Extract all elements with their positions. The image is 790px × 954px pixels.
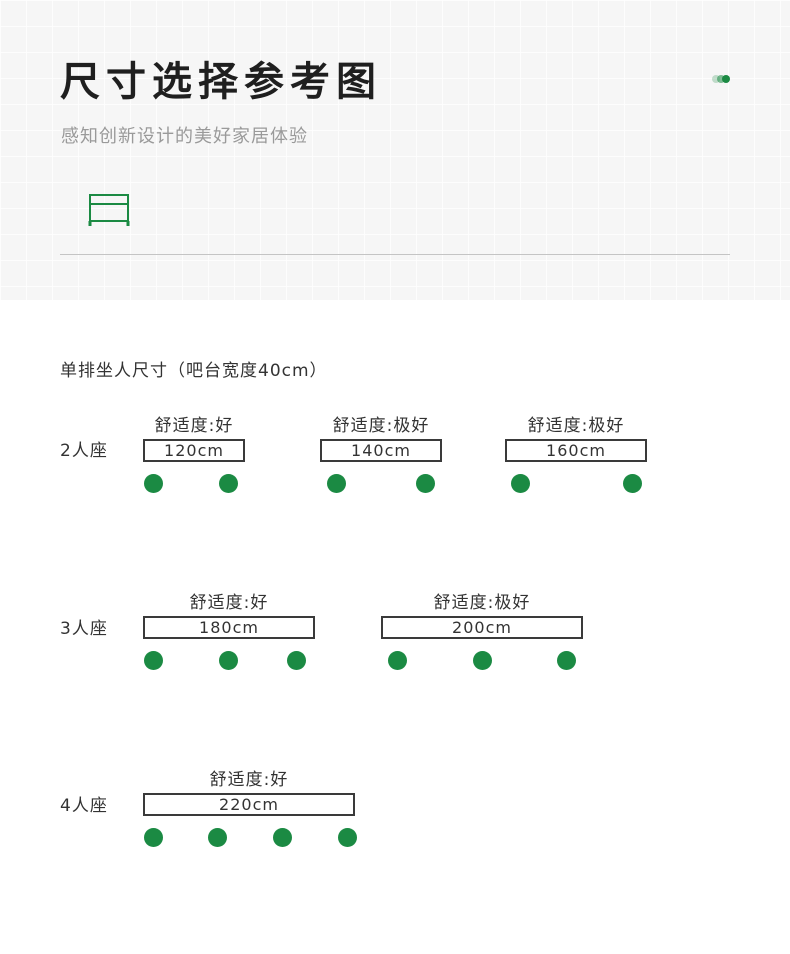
comfort-rating: 舒适度:好 xyxy=(154,416,234,436)
page-title: 尺寸选择参考图 xyxy=(60,59,382,105)
table-size-box: 120cm xyxy=(143,439,245,462)
seat-dot xyxy=(144,828,163,847)
seat-dot xyxy=(327,474,346,493)
comfort-rating: 舒适度:极好 xyxy=(527,416,625,436)
table-size-box: 200cm xyxy=(381,616,583,639)
dots-icon xyxy=(712,75,730,83)
seat-dot xyxy=(623,474,642,493)
table-size-box: 140cm xyxy=(320,439,442,462)
section-title: 单排坐人尺寸（吧台宽度40cm） xyxy=(60,361,328,381)
comfort-rating: 舒适度:极好 xyxy=(332,416,430,436)
size-option-160: 舒适度:极好 160cm xyxy=(505,414,647,496)
seat-dot xyxy=(208,828,227,847)
seat-dot xyxy=(144,651,163,670)
seat-dot xyxy=(416,474,435,493)
seat-dot xyxy=(219,651,238,670)
size-option-120: 舒适度:好 120cm xyxy=(143,414,245,496)
row-label-3-seats: 3人座 xyxy=(60,619,108,639)
seat-dot xyxy=(511,474,530,493)
row-label-2-seats: 2人座 xyxy=(60,441,108,461)
seat-dot xyxy=(338,828,357,847)
table-size-box: 180cm xyxy=(143,616,315,639)
table-icon xyxy=(88,194,130,226)
size-option-200: 舒适度:极好 200cm xyxy=(381,591,583,673)
seat-dot xyxy=(273,828,292,847)
comfort-rating: 舒适度:极好 xyxy=(433,593,531,613)
size-option-180: 舒适度:好 180cm xyxy=(143,591,315,673)
size-option-140: 舒适度:极好 140cm xyxy=(320,414,442,496)
header-banner: 尺寸选择参考图 感知创新设计的美好家居体验 xyxy=(0,0,790,300)
seat-dot xyxy=(557,651,576,670)
seat-dot xyxy=(219,474,238,493)
comfort-rating: 舒适度:好 xyxy=(209,770,289,790)
seat-dot xyxy=(388,651,407,670)
page-subtitle: 感知创新设计的美好家居体验 xyxy=(61,126,308,147)
row-label-4-seats: 4人座 xyxy=(60,796,108,816)
size-option-220: 舒适度:好 220cm xyxy=(143,768,357,850)
table-size-box: 160cm xyxy=(505,439,647,462)
table-size-box: 220cm xyxy=(143,793,355,816)
seat-dot xyxy=(144,474,163,493)
header-divider xyxy=(60,254,730,255)
comfort-rating: 舒适度:好 xyxy=(189,593,269,613)
seat-dot xyxy=(287,651,306,670)
seat-dot xyxy=(473,651,492,670)
